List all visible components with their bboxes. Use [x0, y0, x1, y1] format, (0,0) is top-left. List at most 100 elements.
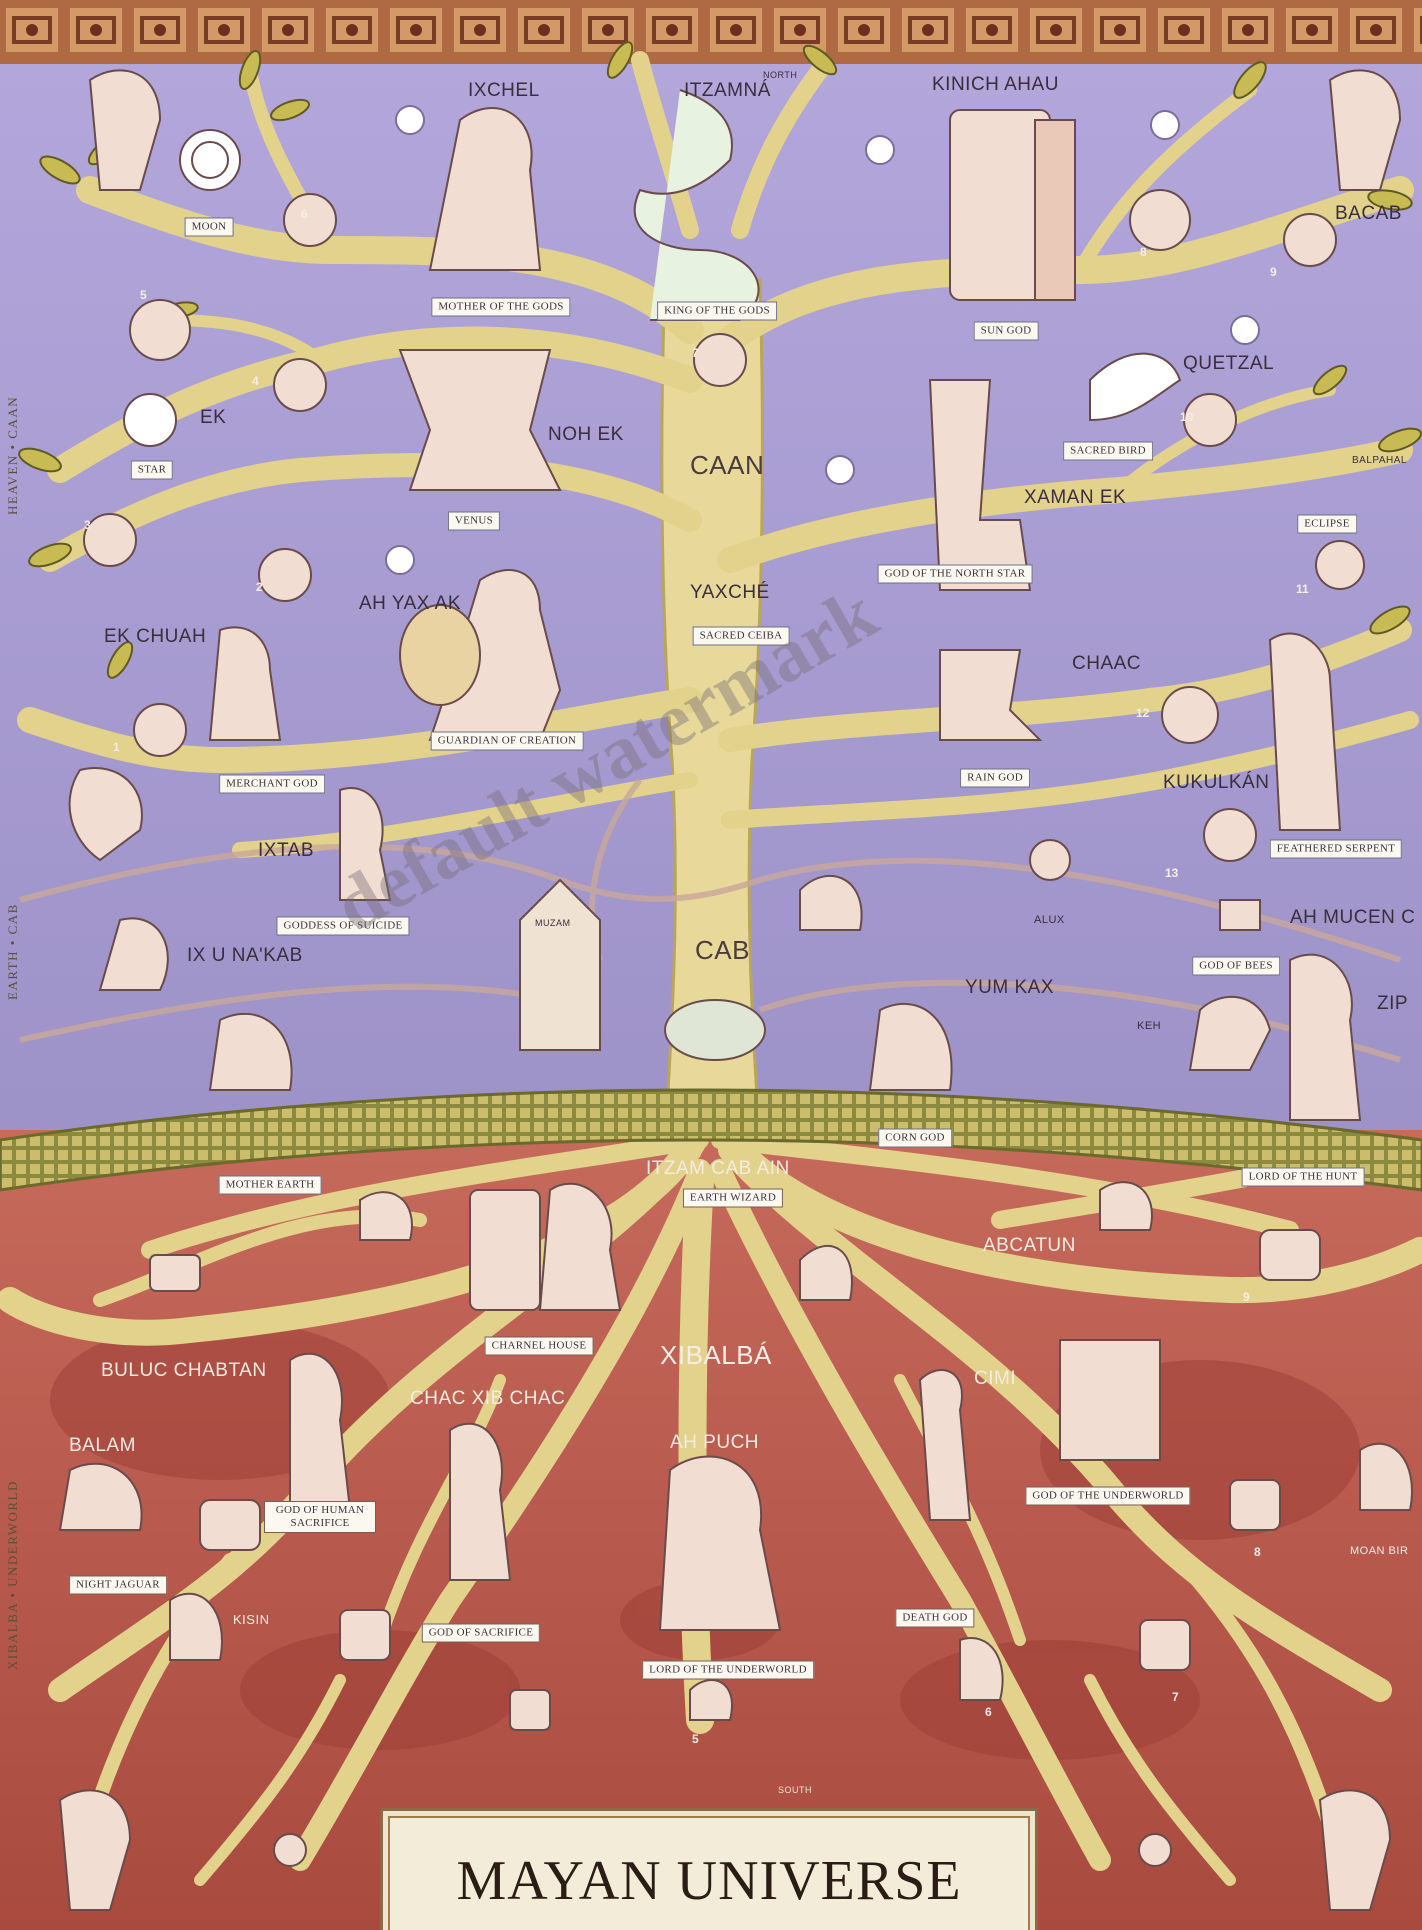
skull-glyph-left	[274, 1834, 306, 1866]
head-glyph-12	[1162, 687, 1218, 743]
name-chac-xib-chac: CHAC XIB CHAC	[410, 1388, 565, 1410]
label-rain-god: RAIN GOD	[960, 769, 1030, 788]
label-mother-of-the-gods: MOTHER OF THE GODS	[431, 298, 570, 317]
name-kukulkan: KUKULKÁN	[1163, 772, 1269, 794]
level-number-7: 7	[692, 346, 699, 360]
name-ixtab: IXTAB	[258, 840, 314, 862]
head-glyph-u2	[340, 1610, 390, 1660]
name-zip: ZIP	[1377, 993, 1408, 1015]
label-lord-of-the-hunt: LORD OF THE HUNT	[1242, 1168, 1365, 1187]
underworld-level-number-6: 6	[985, 1705, 992, 1719]
name-ek-chuah: EK CHUAH	[104, 626, 206, 648]
name-chaac: CHAAC	[1072, 653, 1141, 675]
name-ah-puch: AH PUCH	[670, 1432, 759, 1454]
side-label-heaven: HEAVEN • CAAN	[5, 396, 21, 515]
level-number-10: 10	[1180, 410, 1193, 424]
underworld-level-number-7: 7	[1172, 1690, 1179, 1704]
name-keh: KEH	[1137, 1020, 1161, 1032]
head-glyph-u7	[1140, 1620, 1190, 1670]
name-cimi: CIMI	[974, 1368, 1016, 1390]
label-god-of-the-underworld: GOD OF THE UNDERWORLD	[1025, 1487, 1190, 1506]
label-lord-of-the-underworld: LORD OF THE UNDERWORLD	[642, 1661, 814, 1680]
label-star: STAR	[131, 461, 173, 480]
guardian-shield	[400, 605, 480, 705]
level-number-2: 2	[256, 580, 263, 594]
level-number-4: 4	[252, 374, 259, 388]
name-yum-kax: YUM KAX	[965, 977, 1054, 999]
label-feathered-serpent: FEATHERED SERPENT	[1270, 840, 1402, 859]
name-moan-bird: MOAN BIR	[1350, 1545, 1408, 1557]
label-earth-wizard: EARTH WIZARD	[683, 1189, 783, 1208]
realm-yaxche: YAXCHÉ	[690, 582, 770, 604]
name-itzam-cab-ain: ITZAM CAB AIN	[646, 1158, 790, 1180]
label-moon: MOON	[185, 218, 234, 237]
side-label-earth: EARTH • CAB	[5, 903, 21, 1000]
title-plaque: MAYAN UNIVERSE	[380, 1808, 1038, 1930]
name-ix-u-nakab: IX U NA'KAB	[187, 945, 303, 967]
compass-north: NORTH	[763, 70, 797, 80]
level-number-6: 6	[301, 207, 308, 221]
underworld-level-number-8: 8	[1254, 1545, 1261, 1559]
level-number-8: 8	[1140, 245, 1147, 259]
name-ek: EK	[200, 407, 226, 429]
head-glyph-13	[1204, 809, 1256, 861]
head-glyph-u3	[200, 1500, 260, 1550]
name-ah-yax-ak: AH YAX AK	[359, 593, 461, 615]
head-glyph-8	[1130, 190, 1190, 250]
label-night-jaguar: NIGHT JAGUAR	[69, 1576, 167, 1595]
level-number-13: 13	[1165, 866, 1178, 880]
name-ixchel: IXCHEL	[468, 80, 540, 102]
realm-cab: CAB	[695, 935, 750, 966]
head-glyph-u8	[1230, 1480, 1280, 1530]
name-noh-ek: NOH EK	[548, 424, 624, 446]
head-glyph-11	[1316, 541, 1364, 589]
name-bacab: BACAB	[1335, 203, 1402, 225]
head-glyph-5	[130, 300, 190, 360]
name-kisin: KISIN	[233, 1612, 269, 1627]
head-glyph-2	[259, 549, 311, 601]
itzam-cab-ain-figure	[800, 1246, 852, 1300]
underworld-level-number-5: 5	[692, 1732, 699, 1746]
label-god-of-bees: GOD OF BEES	[1192, 957, 1280, 976]
label-god-of-sacrifice: GOD OF SACRIFICE	[422, 1624, 540, 1643]
name-buluc-chabtan: BULUC CHABTAN	[101, 1360, 267, 1382]
level-number-9: 9	[1270, 265, 1277, 279]
name-ah-mucen-cab: AH MUCEN C	[1290, 907, 1415, 929]
bee-glyph	[1220, 900, 1260, 930]
turtle-earth-glyph	[665, 1000, 765, 1060]
label-god-of-the-north-star: GOD OF THE NORTH STAR	[878, 565, 1033, 584]
name-xaman-ek: XAMAN EK	[1024, 487, 1126, 509]
name-muzam: MUZAM	[535, 918, 571, 928]
level-number-11: 11	[1296, 582, 1309, 596]
realm-caan: CAAN	[690, 450, 764, 481]
level-number-5: 5	[140, 288, 147, 302]
head-glyph-u5	[690, 1680, 732, 1720]
label-corn-god: CORN GOD	[878, 1129, 952, 1148]
level-number-12: 12	[1136, 706, 1149, 720]
level-number-1: 1	[113, 740, 120, 754]
alux-figure	[1030, 840, 1070, 880]
head-glyph-u4	[150, 1255, 200, 1291]
head-glyph-3	[84, 514, 136, 566]
label-venus: VENUS	[448, 512, 500, 531]
label-sun-god: SUN GOD	[974, 322, 1039, 341]
side-label-underworld: XIBALBA • UNDERWORLD	[5, 1480, 21, 1670]
name-alux: ALUX	[1034, 914, 1065, 926]
ek-star-glyph	[124, 394, 176, 446]
name-quetzal: QUETZAL	[1183, 353, 1274, 375]
head-glyph-u1	[510, 1690, 550, 1730]
head-glyph-u9	[1260, 1230, 1320, 1280]
head-glyph-6	[284, 194, 336, 246]
label-death-god: DEATH GOD	[895, 1609, 974, 1628]
kinich-ahau-glyph-column	[1035, 120, 1075, 300]
name-kinich-ahau: KINICH AHAU	[932, 74, 1059, 96]
cimi-skeleton-figure	[920, 1370, 970, 1520]
label-eclipse: ECLIPSE	[1297, 515, 1357, 534]
head-glyph-4	[274, 359, 326, 411]
name-balam: BALAM	[69, 1435, 136, 1457]
label-sacred-bird: SACRED BIRD	[1063, 442, 1153, 461]
poster-title: MAYAN UNIVERSE	[383, 1849, 1035, 1913]
underworld-throne-figure	[1060, 1340, 1160, 1460]
head-glyph-1	[134, 704, 186, 756]
